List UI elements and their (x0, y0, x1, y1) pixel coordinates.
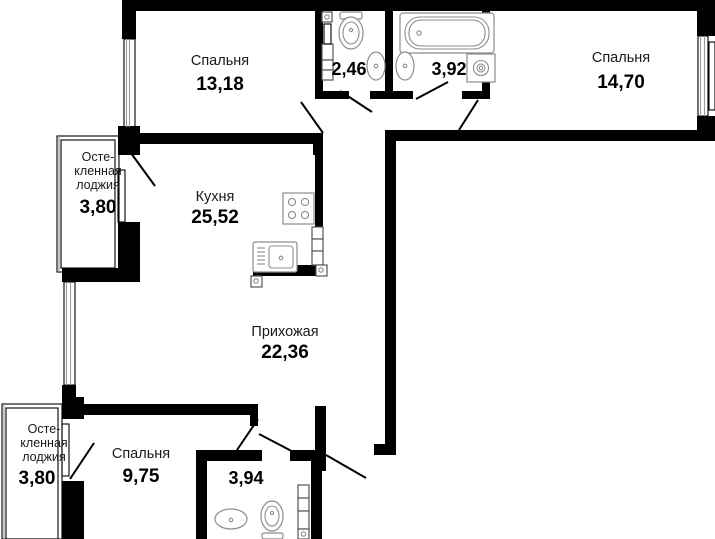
door-swing-loggia-upper (127, 148, 156, 187)
wall-bedroom-bl-top (62, 404, 258, 415)
loggia-upper-frame-inner (60, 139, 116, 269)
room-label-kitchen-area: 25,52 (191, 207, 239, 228)
wall-bath-bottom-left (196, 450, 207, 539)
loggia-upper-label-line2: кленная (74, 164, 121, 178)
loggia-lower-label-area: 3,80 (19, 468, 56, 489)
pipe-riser-icon (321, 11, 334, 81)
door-swing-wc (339, 90, 373, 113)
wall-bedroom-bl-door-jamb (250, 404, 258, 426)
room-label-hallway-area: 22,36 (261, 342, 309, 363)
wall-bottom-outer-left (62, 528, 84, 539)
washing-machine-icon (466, 53, 496, 83)
wall-bath-bottom (385, 91, 413, 99)
wall-right-outer-top (697, 0, 715, 36)
door-swing-bedroom-tl (300, 101, 324, 134)
loggia-upper-door-leaf (117, 169, 126, 223)
window-bedroom-tr-frame (697, 35, 709, 117)
room-label-bedroom-top-left-name: Спальня (191, 53, 249, 69)
wall-bath-bottom-right (462, 91, 490, 99)
wall-kitchen-top (118, 133, 323, 144)
wall-bath-bottom-right (311, 450, 322, 539)
fixtures-group (214, 11, 496, 539)
wall-top-outer (122, 0, 715, 11)
door-swing-bedroom-bl (236, 418, 259, 451)
wall-kitchen-right (315, 133, 323, 265)
wall-wc-bottom-right (370, 91, 390, 99)
loggia-upper-label-line3: лоджия (76, 178, 120, 192)
wall-loggia-upper-right-bottom (118, 222, 140, 280)
room-label-bathroom-main-area: 3,92 (431, 59, 466, 79)
loggia-lower-label-line2: кленная (20, 436, 67, 450)
room-label-bedroom-bottom-left-area: 9,75 (123, 466, 160, 487)
bathtub-icon (399, 12, 495, 54)
wall-hallway-bottom-stub (315, 406, 326, 471)
room-label-kitchen-name: Кухня (196, 189, 235, 205)
room-label-bedroom-top-right-name: Спальня (592, 50, 650, 66)
door-swings-group (69, 81, 479, 480)
wall-bedroom-tr-left (482, 0, 490, 11)
wall-loggia-lower-right-top (62, 397, 84, 419)
sink-icon (395, 51, 415, 81)
door-swing-hallway-bottom (325, 454, 367, 479)
wall-wc-bottom (315, 91, 349, 99)
wall-hallway-bottom-stub-foot (303, 450, 326, 461)
toilet-icon (338, 11, 364, 50)
room-label-bathroom-bottom-area: 3,94 (228, 468, 263, 488)
room-label-bedroom-top-left-area: 13,18 (196, 74, 244, 95)
wall-top-left-corner (122, 0, 136, 36)
loggia-upper-label-line1: Осте- (82, 150, 115, 164)
sink-icon (366, 51, 386, 81)
door-swing-loggia-lower (69, 442, 95, 480)
room-labels-group: Спальня 13,18 2,46 3,92 Спальня 14,70 Ку… (112, 50, 650, 488)
door-swing-bath (415, 81, 449, 100)
wall-left-mid-top (62, 268, 76, 282)
wall-bath-bottom-top-left (196, 450, 262, 461)
window-left-mid-frame (63, 281, 76, 386)
loggia-labels-group: Осте- кленная лоджия 3,80 Осте- кленная … (19, 150, 122, 489)
door-swing-bath-bottom (258, 433, 304, 458)
pipe-riser-icon (250, 226, 328, 288)
loggia-lower-frame-inner (5, 407, 59, 539)
loggia-upper-frame-outer (56, 135, 120, 273)
wall-loggia-upper-right-top (118, 133, 140, 155)
loggia-lower-label-line3: лоджия (22, 450, 66, 464)
window-bedroom-tr-frame-outer (708, 41, 715, 111)
room-label-bedroom-top-right-area: 14,70 (597, 72, 645, 93)
stove-icon (282, 192, 315, 225)
loggia-lower-door-leaf (61, 423, 70, 477)
loggia-lower-label-line1: Осте- (28, 422, 61, 436)
pipe-riser-icon (297, 484, 310, 539)
room-label-hallway-name: Прихожая (251, 324, 318, 340)
kitchen-sink-icon (252, 241, 298, 273)
wall-hallway-right-foot (374, 444, 396, 455)
door-swing-bedroom-tr (458, 99, 479, 131)
room-label-bathroom-wc-area: 2,46 (331, 59, 366, 79)
wall-hallway-right (385, 130, 396, 455)
wall-loggia-lower-right-bottom (62, 481, 84, 539)
loggia-upper-label-area: 3,80 (80, 197, 117, 218)
wall-right-outer-bottom (697, 116, 715, 141)
wall-between-baths (385, 0, 393, 98)
wall-bedroom-tl-left-top-stub (122, 31, 136, 39)
room-label-bedroom-bottom-left-name: Спальня (112, 446, 170, 462)
toilet-icon (260, 500, 284, 539)
sink-icon (214, 508, 248, 530)
wall-wc-left (315, 0, 323, 98)
wall-bedroom-tr-bottom (385, 130, 715, 141)
